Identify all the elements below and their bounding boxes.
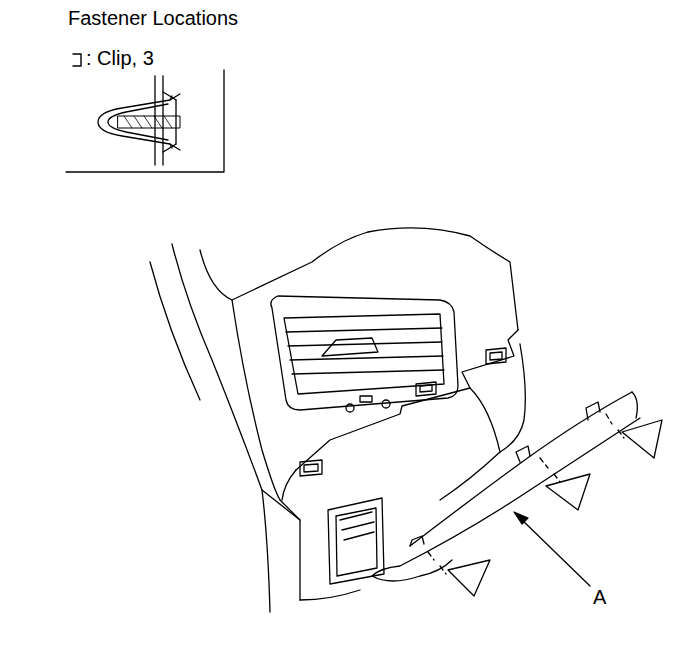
dashboard-panel — [150, 228, 525, 612]
diagram-title: Fastener Locations — [68, 6, 238, 30]
legend-text: : Clip, 3 — [86, 46, 154, 70]
callout-letter: A — [593, 585, 606, 609]
clip-detail — [98, 76, 180, 165]
clip-symbol — [73, 54, 81, 66]
leader-line — [514, 512, 590, 586]
trim-strip-a — [372, 392, 662, 596]
inset-frame — [66, 70, 224, 172]
